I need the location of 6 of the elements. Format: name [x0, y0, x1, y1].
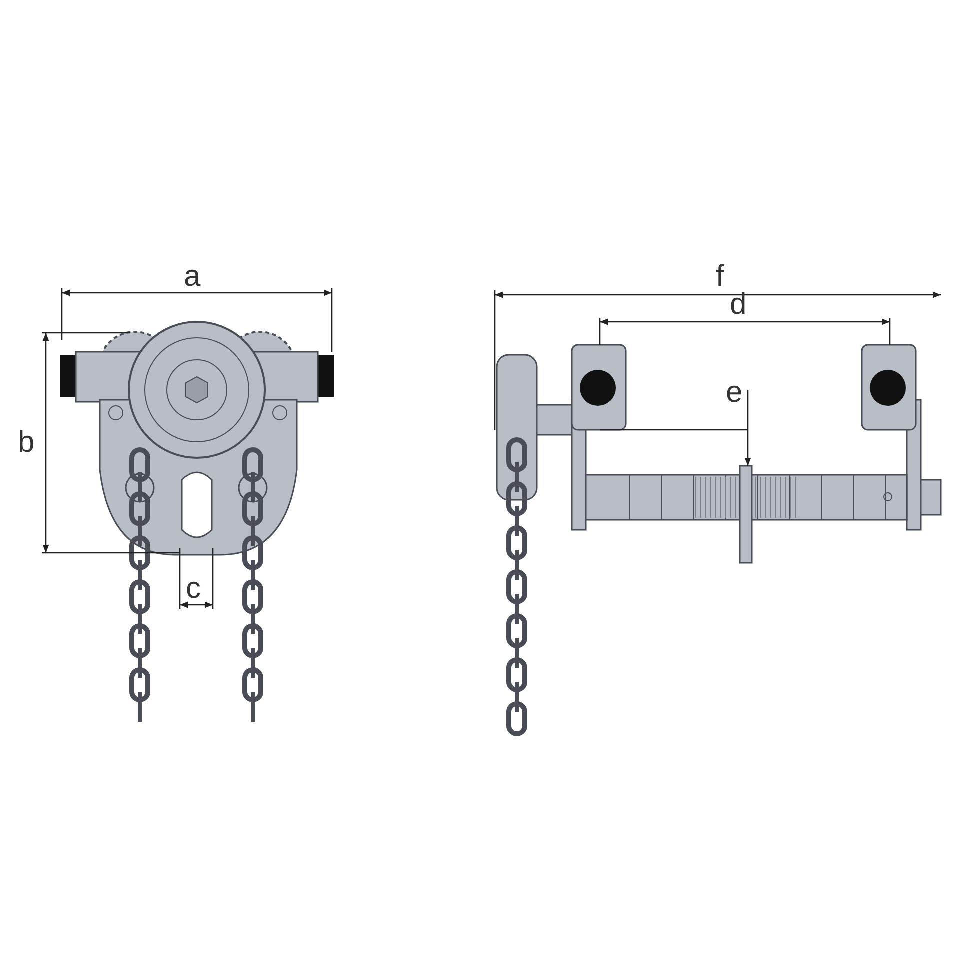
dimension-label: f: [716, 262, 724, 292]
dimension-label: d: [730, 290, 747, 320]
dimension-label: b: [18, 428, 35, 458]
dimension-label: e: [726, 378, 743, 408]
dimension-label: a: [184, 262, 201, 292]
dimension-label: c: [186, 574, 201, 604]
